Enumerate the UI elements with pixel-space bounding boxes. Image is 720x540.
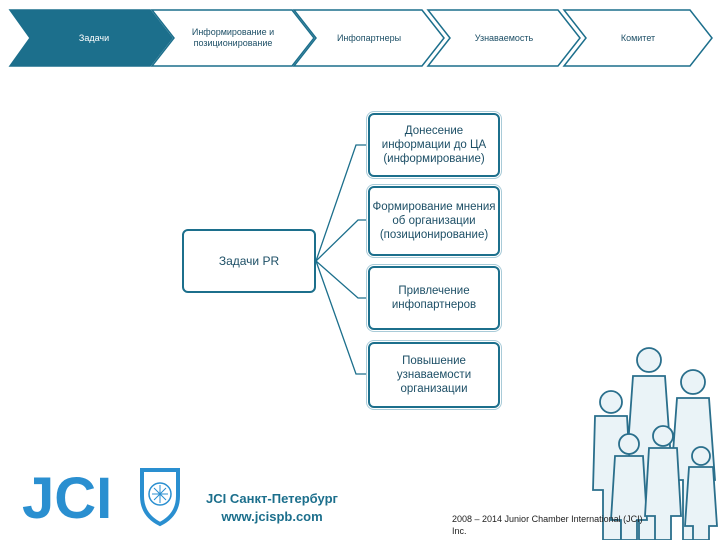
chevron-infopartners-label: Инфопартнеры: [336, 32, 402, 43]
root-node-label: Задачи PR: [218, 254, 280, 268]
connector-4: [315, 260, 368, 375]
chevron-recognition-label: Узнаваемость: [474, 32, 534, 43]
chevron-tasks[interactable]: [8, 9, 173, 67]
people-silhouette-icon: [592, 347, 718, 540]
chevron-recognition[interactable]: [426, 9, 581, 67]
chevron-informing[interactable]: [150, 9, 315, 67]
connector-3: [315, 260, 368, 299]
org-name: JCI Санкт-Петербург: [206, 491, 338, 506]
connector-1: [315, 144, 368, 262]
child-node-3-label: Привлечение инфопартнеров: [391, 285, 477, 311]
child-node-4[interactable]: Повышение узнаваемости организации: [368, 342, 500, 408]
jci-logo-icon: JCI: [22, 466, 180, 528]
jci-logo-text: JCI: [22, 466, 112, 528]
chevron-committee-label: Комитет: [620, 32, 656, 43]
chevron-committee[interactable]: [562, 9, 713, 67]
child-node-2-label: Формирование мнения об организации (пози…: [372, 201, 496, 241]
website-link[interactable]: www.jcispb.com: [221, 509, 323, 524]
child-node-3[interactable]: Привлечение инфопартнеров: [368, 266, 500, 330]
child-node-4-label: Повышение узнаваемости организации: [396, 355, 472, 395]
child-node-1[interactable]: Донесение информации до ЦА (информирован…: [368, 113, 500, 177]
child-node-2[interactable]: Формирование мнения об организации (пози…: [368, 186, 500, 256]
connector-2: [315, 219, 368, 262]
chevron-process-bar: [8, 9, 713, 67]
chevron-tasks-label: Задачи: [78, 32, 110, 43]
copyright-text: 2008 – 2014 Junior Chamber International…: [452, 514, 643, 536]
child-node-1-label: Донесение информации до ЦА (информирован…: [381, 125, 487, 165]
chevron-informing-label: Информирование и позиционирование: [191, 27, 275, 48]
root-node[interactable]: Задачи PR: [182, 229, 316, 293]
chevron-infopartners[interactable]: [292, 9, 445, 67]
